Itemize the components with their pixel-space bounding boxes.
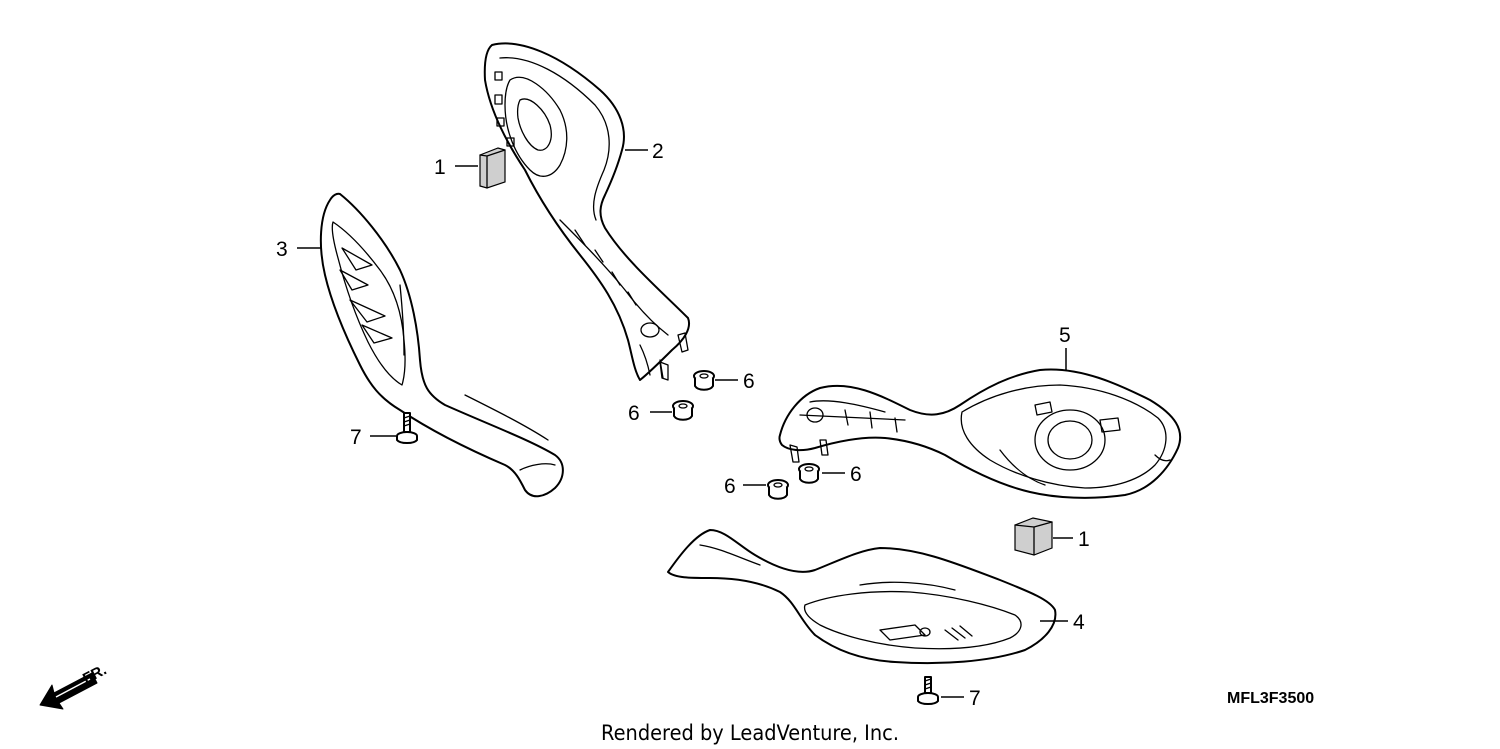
callout-labels: 1 2 3 7 6 6 5 6 6 1 4 7	[276, 140, 1090, 710]
callout-6-b: 6	[628, 402, 640, 425]
callout-3: 3	[276, 238, 288, 261]
callout-6-c: 6	[850, 463, 862, 486]
callout-6-d: 6	[724, 475, 736, 498]
part-3-mirror-cover-left	[319, 192, 564, 498]
part-7-screw-lower	[917, 676, 939, 705]
part-1-rubber-pad-upper	[479, 147, 506, 189]
leader-lines	[297, 149, 1073, 698]
part-2-mirror-housing-left	[483, 42, 690, 381]
callout-7-upper: 7	[350, 426, 362, 449]
part-6-grommet-c	[798, 463, 820, 484]
part-4-mirror-cover-right	[667, 529, 1057, 665]
part-7-screw-upper	[396, 412, 418, 444]
part-6-grommet-a	[693, 370, 715, 391]
callout-6-a: 6	[743, 370, 755, 393]
callout-1-lower: 1	[1078, 528, 1090, 551]
render-credit: Rendered by LeadVenture, Inc.	[601, 721, 899, 745]
callout-4: 4	[1073, 611, 1085, 634]
part-6-grommet-d	[767, 479, 789, 500]
front-direction-arrow-icon: FR.	[39, 661, 109, 710]
callout-1-upper: 1	[434, 156, 446, 179]
part-1-rubber-pad-lower	[1014, 517, 1053, 556]
diagram-code: MFL3F3500	[1227, 690, 1314, 707]
part-6-grommet-b	[672, 400, 694, 421]
callout-2: 2	[652, 140, 664, 163]
callout-7-lower: 7	[969, 687, 981, 710]
part-5-mirror-housing-right	[778, 368, 1182, 499]
callout-5: 5	[1059, 324, 1071, 347]
